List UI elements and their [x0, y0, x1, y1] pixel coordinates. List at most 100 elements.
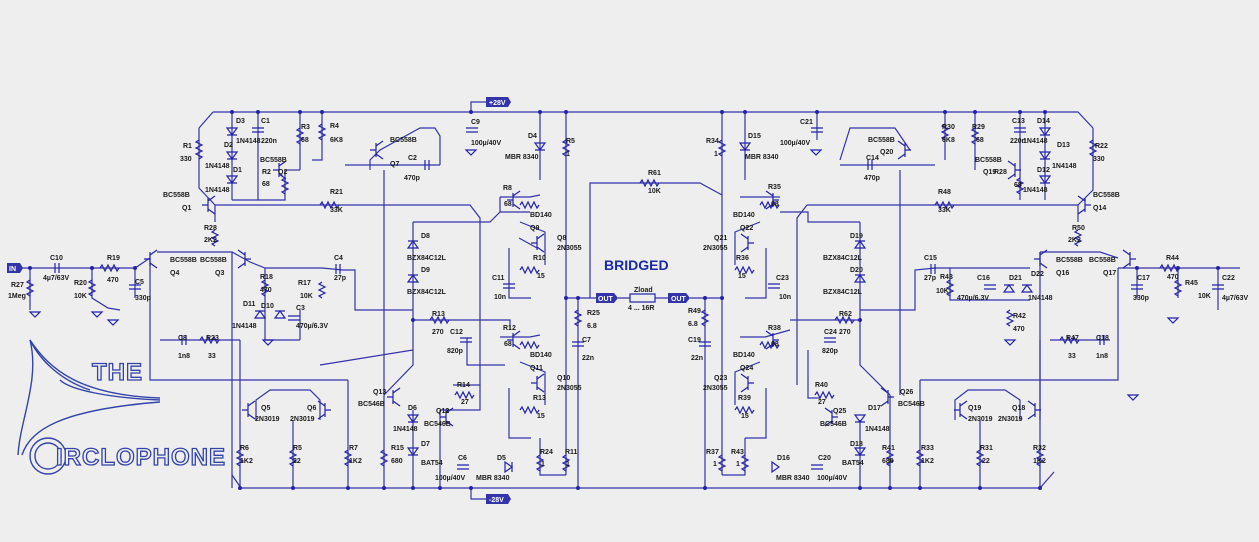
component-label: 15 [537, 273, 545, 280]
component-label: C18 [1096, 335, 1109, 342]
component-label: D18 [850, 441, 863, 448]
component-label: 68 [1014, 182, 1022, 189]
component-label: D13 [1057, 142, 1070, 149]
component-label: R45 [1185, 280, 1198, 287]
component-label: 33 [208, 353, 216, 360]
component-label: BZX84C12L [407, 255, 447, 262]
component-label: R15 [391, 445, 404, 452]
component-label: 27p [924, 275, 936, 282]
component-label: 470µ/6.3V [296, 323, 328, 330]
component-label: 330 [180, 156, 192, 163]
component-label: 10n [779, 294, 791, 301]
component-label: 6.8 [688, 321, 698, 328]
component-label: R1 [183, 143, 192, 150]
component-label: 2N3019 [255, 416, 280, 423]
component-label: R36 [736, 255, 749, 262]
component-label: R49 [688, 308, 701, 315]
component-label: C2 [408, 155, 417, 162]
component-label: 2N3055 [703, 385, 728, 392]
component-label: 10K [648, 188, 661, 195]
component-label: C7 [582, 337, 591, 344]
component-label: 470p [864, 175, 880, 182]
component-label: R12 [503, 325, 516, 332]
component-label: 1n8 [178, 353, 190, 360]
rail-pos-tag: +28V [486, 97, 511, 107]
component-label: C3 [296, 305, 305, 312]
component-label: D9 [421, 267, 430, 274]
component-label: Q7 [390, 161, 399, 168]
component-label: 1K2 [349, 458, 362, 465]
component-label: 68 [262, 181, 270, 188]
component-label: R48 [938, 189, 951, 196]
component-label: R2 [262, 169, 271, 176]
ground-symbols [28, 149, 1180, 401]
component-label: D8 [421, 233, 430, 240]
component-label: R29 [972, 124, 985, 131]
component-label: D4 [528, 133, 537, 140]
component-label: 2N3055 [557, 385, 582, 392]
component-label: C17 [1137, 275, 1150, 282]
component-label: 1n8 [1096, 353, 1108, 360]
component-label: 470µ/6.3V [957, 295, 989, 302]
output-port-tag-right: OUT [668, 293, 690, 303]
component-label: 1 [566, 151, 570, 158]
component-label: R19 [107, 255, 120, 262]
component-label: Q5 [261, 405, 270, 412]
resistors [25, 123, 1183, 472]
logo-word-the: THE [92, 359, 143, 386]
component-label: Q13 [373, 389, 386, 396]
component-label: R50 [1072, 225, 1085, 232]
component-label: R6 [240, 445, 249, 452]
component-label: Q21 [714, 235, 727, 242]
component-label: 68 [504, 201, 512, 208]
junction-dots [28, 110, 1220, 490]
component-label: BC546B [898, 401, 925, 408]
component-label: R34 [706, 138, 719, 145]
component-label: 1N4148 [236, 138, 261, 145]
component-label: 1N4148 [232, 323, 257, 330]
component-label: R47 [1066, 335, 1079, 342]
component-label: C22 [1222, 275, 1235, 282]
component-label: 2N3019 [290, 416, 315, 423]
component-label: D7 [421, 441, 430, 448]
component-label: C20 [818, 455, 831, 462]
component-label: D20 [850, 267, 863, 274]
component-label: 100µ/40V [435, 475, 465, 482]
component-label: R30 [942, 124, 955, 131]
component-label: D10 [261, 303, 274, 310]
component-label: R31 [980, 445, 993, 452]
component-label: 2K2 [204, 237, 217, 244]
component-label: 10K [936, 288, 949, 295]
svg-text:OUT: OUT [598, 296, 614, 303]
component-label: 1 [566, 461, 570, 468]
component-label: Q3 [215, 270, 224, 277]
component-label: C15 [924, 255, 937, 262]
component-label: 22 [293, 458, 301, 465]
component-label: R8 [503, 185, 512, 192]
component-label: R44 [1166, 255, 1179, 262]
component-label: R5 [293, 445, 302, 452]
component-label: R14 [457, 382, 470, 389]
component-label: MBR 8340 [745, 154, 779, 161]
component-label: Q26 [900, 389, 913, 396]
component-label: R5 [566, 138, 575, 145]
component-label: 33 [1068, 353, 1076, 360]
component-label: D15 [748, 133, 761, 140]
component-label: 6.8 [587, 323, 597, 330]
component-label: BC558B [260, 157, 287, 164]
component-label: R43 [731, 449, 744, 456]
component-label: C8 [178, 335, 187, 342]
component-label: 1N4148 [1023, 138, 1048, 145]
component-label: 1Meg [8, 293, 26, 300]
component-label: D19 [850, 233, 863, 240]
component-label: R17 [298, 280, 311, 287]
component-label: C1 [261, 118, 270, 125]
component-label: 33K [330, 207, 343, 214]
component-label: 470p [404, 175, 420, 182]
component-label: MBR 8340 [776, 475, 810, 482]
component-label: Q10 [557, 375, 570, 382]
component-label: BC546B [358, 401, 385, 408]
component-label: 470 [260, 287, 272, 294]
svg-text:IN: IN [9, 266, 16, 273]
